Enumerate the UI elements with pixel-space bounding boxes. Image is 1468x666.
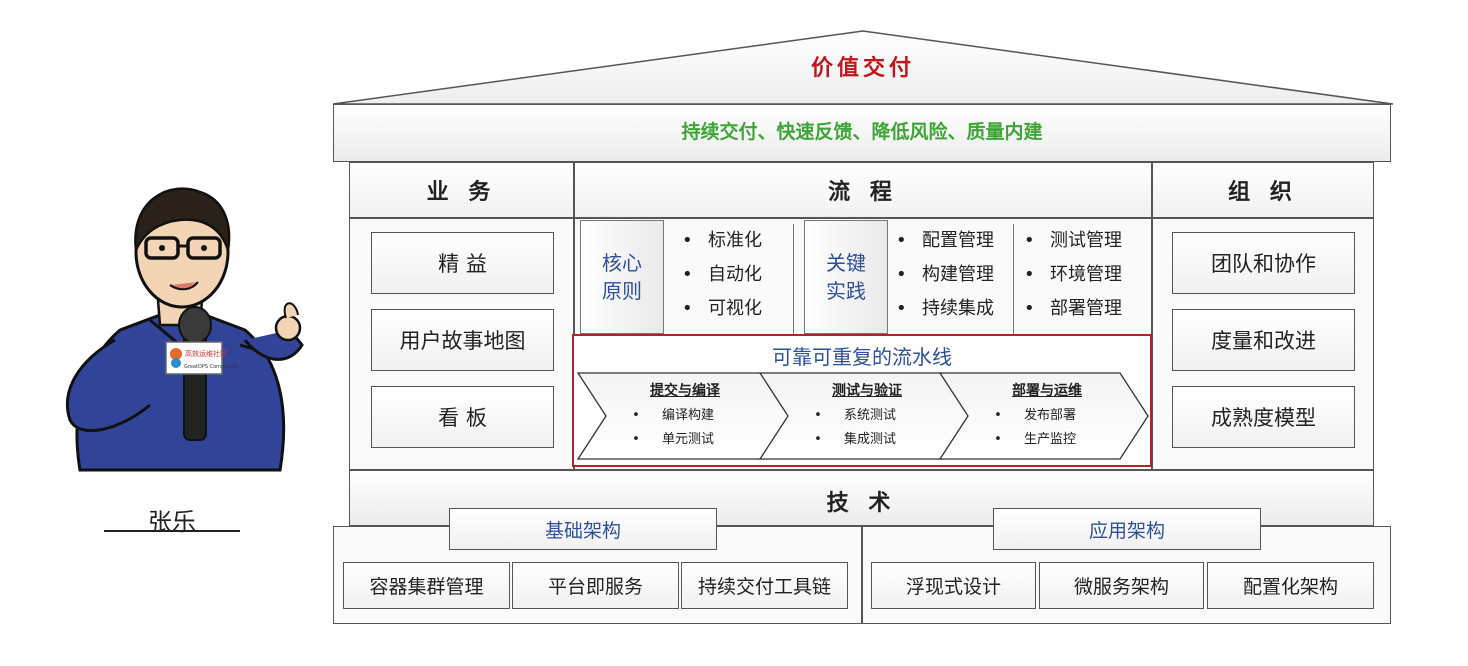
core-principles-text: 核心 原则 bbox=[602, 251, 642, 303]
key-practices-label: 关键 实践 bbox=[804, 220, 888, 334]
infra-item-container: 容器集群管理 bbox=[343, 562, 510, 609]
roof-title: 价值交付 bbox=[810, 56, 915, 81]
tech-header: 技 术 bbox=[826, 491, 897, 516]
stage-item: •发布部署 bbox=[994, 408, 1077, 423]
key-practices-list-b: •测试管理 •环境管理 •部署管理 bbox=[1016, 224, 1148, 334]
business-item-lean: 精 益 bbox=[371, 232, 554, 294]
core-item: •可视化 bbox=[682, 298, 762, 319]
pipeline-title: 可靠可重复的流水线 bbox=[772, 345, 952, 369]
key-item: •配置管理 bbox=[896, 230, 994, 251]
stage-item: •生产监控 bbox=[994, 432, 1077, 447]
organization-header: 组 织 bbox=[1152, 162, 1374, 218]
key-item: •测试管理 bbox=[1024, 230, 1122, 251]
stage-item: •单元测试 bbox=[632, 432, 715, 447]
pipeline-stage-2: 测试与验证 •系统测试 •集成测试 bbox=[792, 380, 942, 452]
key-item: •环境管理 bbox=[1024, 264, 1122, 285]
key-item: •构建管理 bbox=[896, 264, 994, 285]
stage-title: 测试与验证 bbox=[832, 383, 902, 399]
org-item-team: 团队和协作 bbox=[1172, 232, 1355, 294]
core-item: •自动化 bbox=[682, 264, 762, 285]
core-principles-list: •标准化 •自动化 •可视化 bbox=[670, 224, 794, 334]
app-title: 应用架构 bbox=[993, 508, 1261, 550]
mic-badge-sub: GreatOPS Community bbox=[184, 364, 239, 370]
presenter-name: 张乐 bbox=[148, 508, 196, 536]
value-subtitle: 持续交付、快速反馈、降低风险、质量内建 bbox=[681, 121, 1043, 143]
app-item-emergent: 浮现式设计 bbox=[871, 562, 1036, 609]
pipeline-chevrons bbox=[576, 372, 1149, 460]
org-item-measure: 度量和改进 bbox=[1172, 309, 1355, 371]
stage-item: •集成测试 bbox=[814, 432, 897, 447]
stage-item: •编译构建 bbox=[632, 408, 715, 423]
business-item-kanban: 看 板 bbox=[371, 386, 554, 448]
stage-title: 部署与运维 bbox=[1012, 383, 1082, 399]
pipeline-stage-3: 部署与运维 •发布部署 •生产监控 bbox=[972, 380, 1122, 452]
infra-item-toolchain: 持续交付工具链 bbox=[681, 562, 848, 609]
process-header: 流 程 bbox=[574, 162, 1152, 218]
pipeline-stage-1: 提交与编译 •编译构建 •单元测试 bbox=[610, 380, 760, 452]
value-band bbox=[333, 104, 1391, 162]
business-header: 业 务 bbox=[349, 162, 574, 218]
key-practices-list-a: •配置管理 •构建管理 •持续集成 bbox=[888, 224, 1014, 334]
infra-title: 基础架构 bbox=[449, 508, 717, 550]
key-item: •部署管理 bbox=[1024, 298, 1122, 319]
pipeline-stage-3-shape bbox=[938, 372, 1149, 460]
presenter-cartoon: 高效运维社区 GreatOPS Community bbox=[65, 187, 304, 472]
app-item-microservice: 微服务架构 bbox=[1039, 562, 1204, 609]
business-item-story-map: 用户故事地图 bbox=[371, 309, 554, 371]
presenter-name-underline bbox=[104, 530, 240, 532]
core-item: •标准化 bbox=[682, 230, 762, 251]
foundation-divider bbox=[861, 526, 863, 624]
stage-title: 提交与编译 bbox=[650, 383, 720, 399]
org-item-maturity: 成熟度模型 bbox=[1172, 386, 1355, 448]
key-item: •持续集成 bbox=[896, 298, 994, 319]
core-principles-label: 核心 原则 bbox=[580, 220, 664, 334]
mic-badge-text: 高效运维社区 bbox=[185, 349, 227, 358]
stage-item: •系统测试 bbox=[814, 408, 897, 423]
infra-item-paas: 平台即服务 bbox=[512, 562, 679, 609]
key-practices-text: 关键 实践 bbox=[826, 251, 866, 303]
app-item-config: 配置化架构 bbox=[1207, 562, 1374, 609]
